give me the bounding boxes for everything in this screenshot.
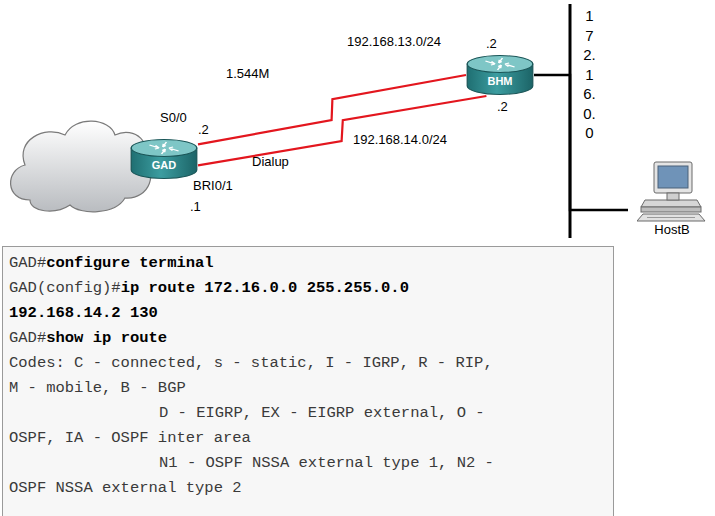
terminal-output: D - EIGRP, EX - EIGRP external, O -	[159, 404, 485, 422]
terminal-output: OSPF, IA - OSPF inter area	[9, 429, 251, 447]
interface-label: .1	[190, 199, 201, 215]
command-input: ip route 172.16.0.0 255.255.0.0	[121, 279, 409, 297]
host-node: HostB	[628, 160, 715, 238]
terminal-panel: GAD#configure terminalGAD(config)#ip rou…	[2, 246, 614, 516]
interface-label: Dialup	[252, 154, 289, 170]
router-node: BHM	[466, 54, 534, 96]
command-input: show ip route	[46, 329, 167, 347]
interface-label: BRI0/1	[193, 178, 233, 194]
router-name: GAD	[130, 138, 198, 172]
terminal-output: GAD#	[9, 254, 46, 272]
router-node: GAD	[130, 138, 198, 180]
terminal-output: M - mobile, B - BGP	[9, 379, 186, 397]
terminal-output: N1 - OSPF NSSA external type 1, N2 -	[159, 454, 494, 472]
host-name: HostB	[628, 222, 715, 238]
network-address: 172.16.0.0	[582, 6, 597, 143]
router-name: BHM	[466, 54, 534, 88]
terminal-output: GAD#	[9, 329, 46, 347]
terminal-line: N1 - OSPF NSSA external type 1, N2 -	[9, 451, 607, 476]
terminal-line: OSPF NSSA external type 2	[9, 476, 607, 501]
interface-label: 1.544M	[226, 66, 269, 82]
interface-label: .2	[486, 36, 497, 52]
ethernet-link	[534, 75, 628, 210]
interface-label: .2	[497, 99, 508, 115]
terminal-output: GAD(config)#	[9, 279, 121, 297]
terminal-line: GAD#configure terminal	[9, 251, 607, 276]
interface-label: .2	[198, 122, 209, 138]
terminal-line: GAD#show ip route	[9, 326, 607, 351]
link-network: 192.168.13.0/24	[346, 34, 442, 50]
terminal-output: OSPF NSSA external type 2	[9, 479, 242, 497]
terminal-line: Codes: C - connected, s - static, I - IG…	[9, 351, 607, 376]
command-input: 192.168.14.2 130	[9, 304, 158, 322]
terminal-output: Codes: C - connected, s - static, I - IG…	[9, 354, 493, 372]
command-input: configure terminal	[46, 254, 213, 272]
interface-label: S0/0	[160, 110, 187, 126]
terminal-line: M - mobile, B - BGP	[9, 376, 607, 401]
cloud-symbol	[11, 121, 151, 212]
link-network: 192.168.14.0/24	[352, 132, 448, 148]
terminal-line: OSPF, IA - OSPF inter area	[9, 426, 607, 451]
wan-link	[198, 96, 486, 165]
terminal-line: D - EIGRP, EX - EIGRP external, O -	[9, 401, 607, 426]
terminal-line: GAD(config)#ip route 172.16.0.0 255.255.…	[9, 276, 607, 301]
terminal-line: 192.168.14.2 130	[9, 301, 607, 326]
pc-symbol	[637, 160, 707, 222]
